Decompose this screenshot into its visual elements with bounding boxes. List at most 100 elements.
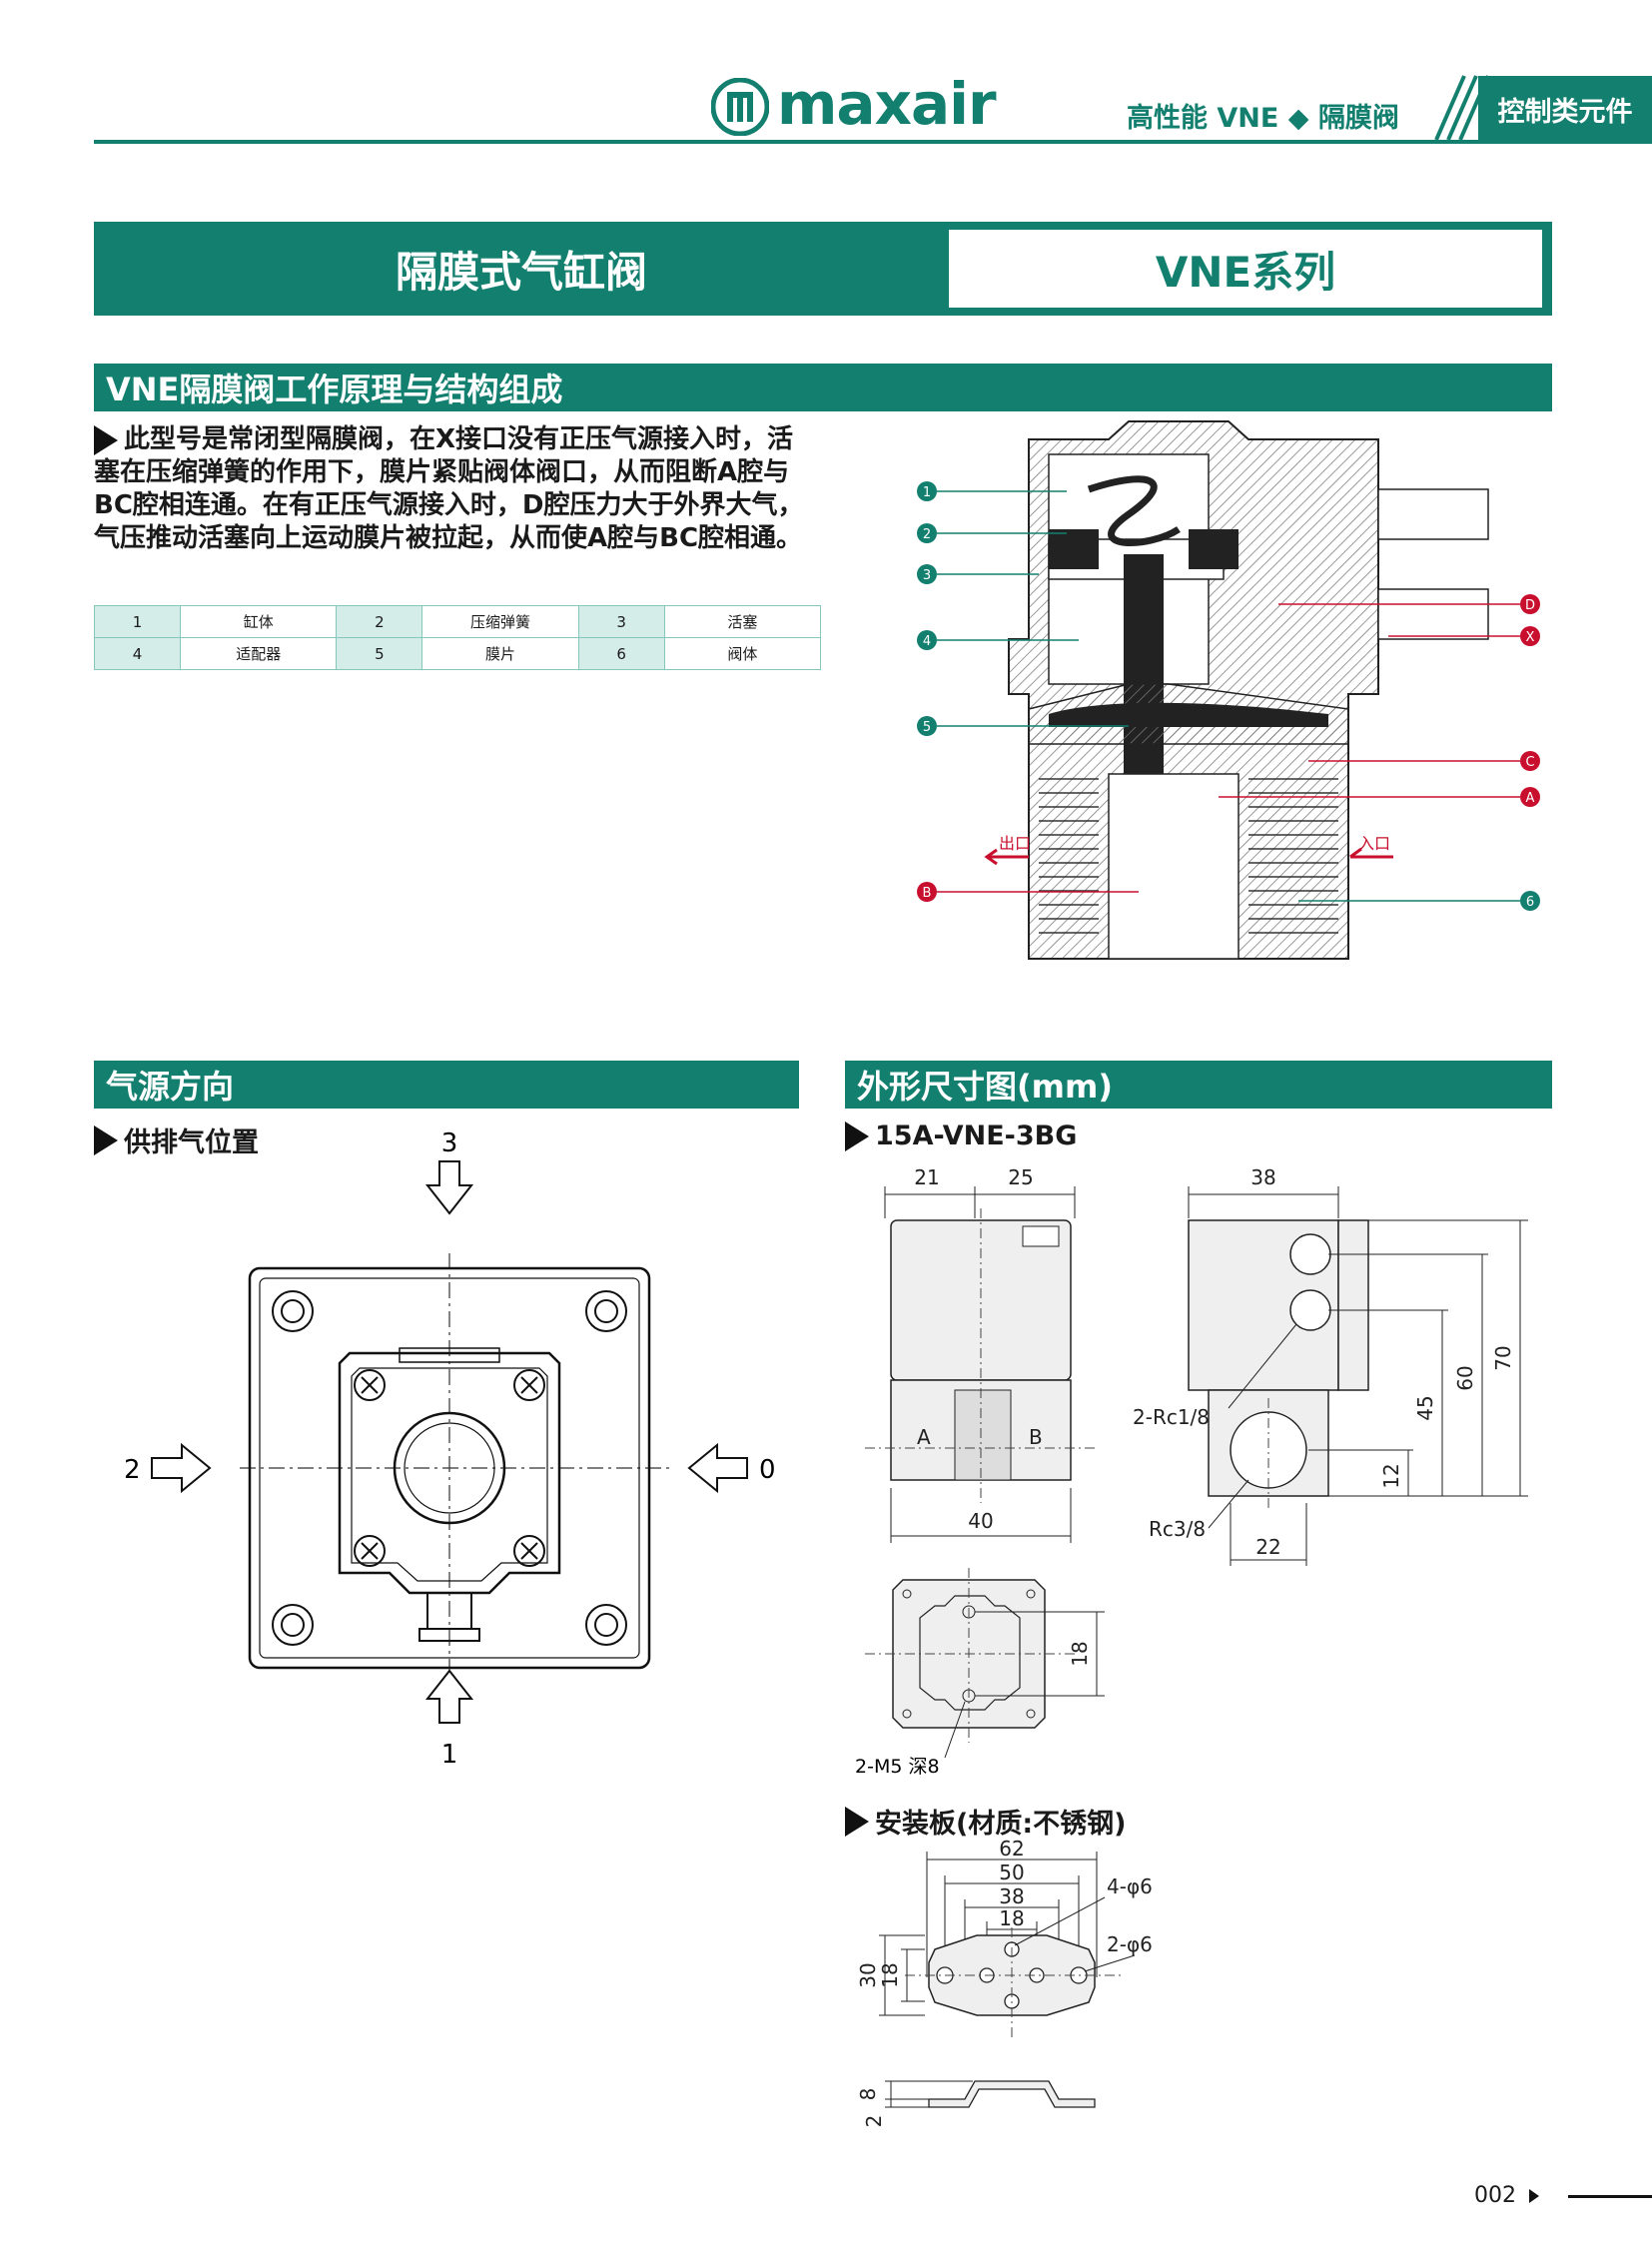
air-direction-heading: 气源方向	[94, 1061, 799, 1109]
parts-table: 1 缸体 2 压缩弹簧 3 活塞 4 适配器 5 膜片 6 阀体	[93, 605, 822, 670]
bottom-view-drawing: 18 2-M5 深8	[855, 1568, 1105, 1778]
series-title: VNE系列	[949, 230, 1542, 308]
page-arrow-icon	[1529, 2189, 1539, 2203]
thread-m5-label: 2-M5 深8	[855, 1756, 940, 1778]
dim-side-22: 22	[1255, 1535, 1280, 1559]
diagram-label-d: D	[1520, 594, 1540, 614]
dim-bottom-18: 18	[1068, 1641, 1092, 1666]
bullet-triangle-icon	[845, 1120, 869, 1151]
outlet-arrow-icon: 出口	[984, 834, 1031, 866]
holes-2-label: 2-φ6	[1107, 1932, 1153, 1956]
dim-plate-h18: 18	[878, 1962, 902, 1987]
air-port-diagram: 3 1 2 0	[124, 1128, 776, 1770]
dim-side-70: 70	[1491, 1345, 1515, 1370]
valve-cross-section-diagram: 1 2 3 4 5 B D X C A 6 出口 入口	[917, 420, 1540, 960]
dim-front-21: 21	[914, 1165, 939, 1189]
svg-text:5: 5	[923, 720, 931, 735]
port-1-arrow-icon	[424, 1669, 474, 1724]
part-name: 适配器	[180, 637, 338, 670]
part-name: 活塞	[663, 605, 822, 638]
svg-text:2: 2	[923, 527, 931, 542]
diagram-label-b: B	[917, 882, 937, 902]
svg-text:D: D	[1525, 598, 1535, 613]
diagram-label-1: 1	[917, 481, 937, 501]
svg-text:入口: 入口	[1358, 834, 1390, 853]
part-name: 压缩弹簧	[421, 605, 579, 638]
part-number: 5	[336, 637, 423, 670]
diagram-label-a: A	[1520, 787, 1540, 807]
part-name: 阀体	[663, 637, 822, 670]
svg-text:X: X	[1526, 630, 1535, 645]
svg-text:出口: 出口	[999, 834, 1031, 853]
principle-paragraph: 此型号是常闭型隔膜阀，在X接口没有正压气源接入时，活塞在压缩弹簧的作用下，膜片紧…	[94, 424, 804, 553]
port-0-label: 0	[759, 1455, 776, 1485]
air-direction-subhead: 供排气位置	[94, 1120, 259, 1159]
inlet-arrow-icon: 入口	[1349, 834, 1393, 859]
side-view-drawing: 38 70 60 45 12 2-Rc1/8 Rc3/8 22	[1133, 1165, 1528, 1566]
dim-plate-30: 30	[856, 1962, 880, 1987]
diagram-label-2: 2	[917, 523, 937, 543]
port-rc18-label: 2-Rc1/8	[1133, 1405, 1210, 1429]
port-1-label: 1	[441, 1740, 458, 1770]
table-row: 4 适配器 5 膜片 6 阀体	[93, 637, 822, 670]
bullet-triangle-icon	[845, 1806, 869, 1837]
svg-text:C: C	[1525, 755, 1534, 770]
dim-front-40: 40	[968, 1509, 993, 1533]
header-category-tab: 控制类元件	[1478, 76, 1652, 142]
header-rule	[94, 140, 1652, 144]
svg-text:4: 4	[923, 634, 931, 649]
front-view-drawing: 21 25 A B 40	[865, 1165, 1095, 1543]
bullet-triangle-icon	[94, 424, 118, 455]
port-rc38-label: Rc3/8	[1149, 1517, 1206, 1541]
mounting-plate-drawing: 62 50 38 18 4-φ6 2-φ6 30 18 8 2	[856, 1838, 1153, 2128]
port-b-label: B	[1029, 1425, 1043, 1449]
dim-plate-50: 50	[999, 1861, 1024, 1884]
dim-side-60: 60	[1453, 1365, 1477, 1390]
model-subhead: 15A-VNE-3BG	[845, 1120, 1077, 1151]
part-number: 1	[93, 605, 182, 638]
dimensions-heading: 外形尺寸图(mm)	[845, 1061, 1552, 1109]
header-series: 高性能 VNE ◆ 隔膜阀	[1127, 103, 1399, 134]
svg-text:1: 1	[923, 485, 931, 500]
page-number-text: 002	[1474, 2183, 1516, 2208]
port-2-label: 2	[124, 1455, 141, 1485]
air-direction-subhead-text: 供排气位置	[124, 1127, 259, 1158]
diagram-label-c: C	[1520, 751, 1540, 771]
holes-4-label: 4-φ6	[1107, 1874, 1153, 1898]
brand-name: maxair	[777, 70, 997, 138]
port-2-arrow-icon	[151, 1442, 212, 1494]
svg-text:3: 3	[923, 568, 931, 583]
plate-subhead: 安装板(材质:不锈钢)	[845, 1802, 1126, 1841]
part-number: 6	[577, 637, 665, 670]
diagram-label-x: X	[1520, 626, 1540, 646]
dim-side-38: 38	[1250, 1165, 1275, 1189]
part-number: 2	[336, 605, 423, 638]
dim-plate-62: 62	[999, 1838, 1024, 1861]
port-a-label: A	[917, 1425, 931, 1449]
port-0-arrow-icon	[687, 1442, 748, 1494]
page-title: 隔膜式气缸阀	[395, 247, 647, 297]
page-number: 002	[1474, 2183, 1539, 2208]
dim-plate-2: 2	[862, 2115, 886, 2128]
plate-subhead-text: 安装板(材质:不锈钢)	[875, 1809, 1127, 1840]
part-name: 缸体	[180, 605, 338, 638]
port-3-arrow-icon	[424, 1160, 474, 1215]
bullet-triangle-icon	[94, 1124, 118, 1155]
model-name: 15A-VNE-3BG	[875, 1120, 1078, 1151]
part-number: 4	[93, 637, 182, 670]
diagram-label-6: 6	[1520, 891, 1540, 911]
part-number: 3	[577, 605, 665, 638]
part-name: 膜片	[421, 637, 579, 670]
principle-text: 此型号是常闭型隔膜阀，在X接口没有正压气源接入时，活塞在压缩弹簧的作用下，膜片紧…	[94, 423, 813, 555]
port-3-label: 3	[441, 1128, 458, 1158]
svg-text:A: A	[1526, 791, 1535, 806]
svg-text:6: 6	[1526, 895, 1534, 910]
dim-plate-8: 8	[856, 2088, 880, 2101]
dim-plate-38: 38	[999, 1884, 1024, 1908]
dim-side-45: 45	[1413, 1395, 1437, 1420]
footer-rule	[1568, 2195, 1652, 2198]
dim-plate-18: 18	[999, 1906, 1024, 1930]
principle-heading: VNE隔膜阀工作原理与结构组成	[94, 364, 1552, 411]
dim-front-25: 25	[1008, 1165, 1033, 1189]
diagram-label-4: 4	[917, 630, 937, 650]
